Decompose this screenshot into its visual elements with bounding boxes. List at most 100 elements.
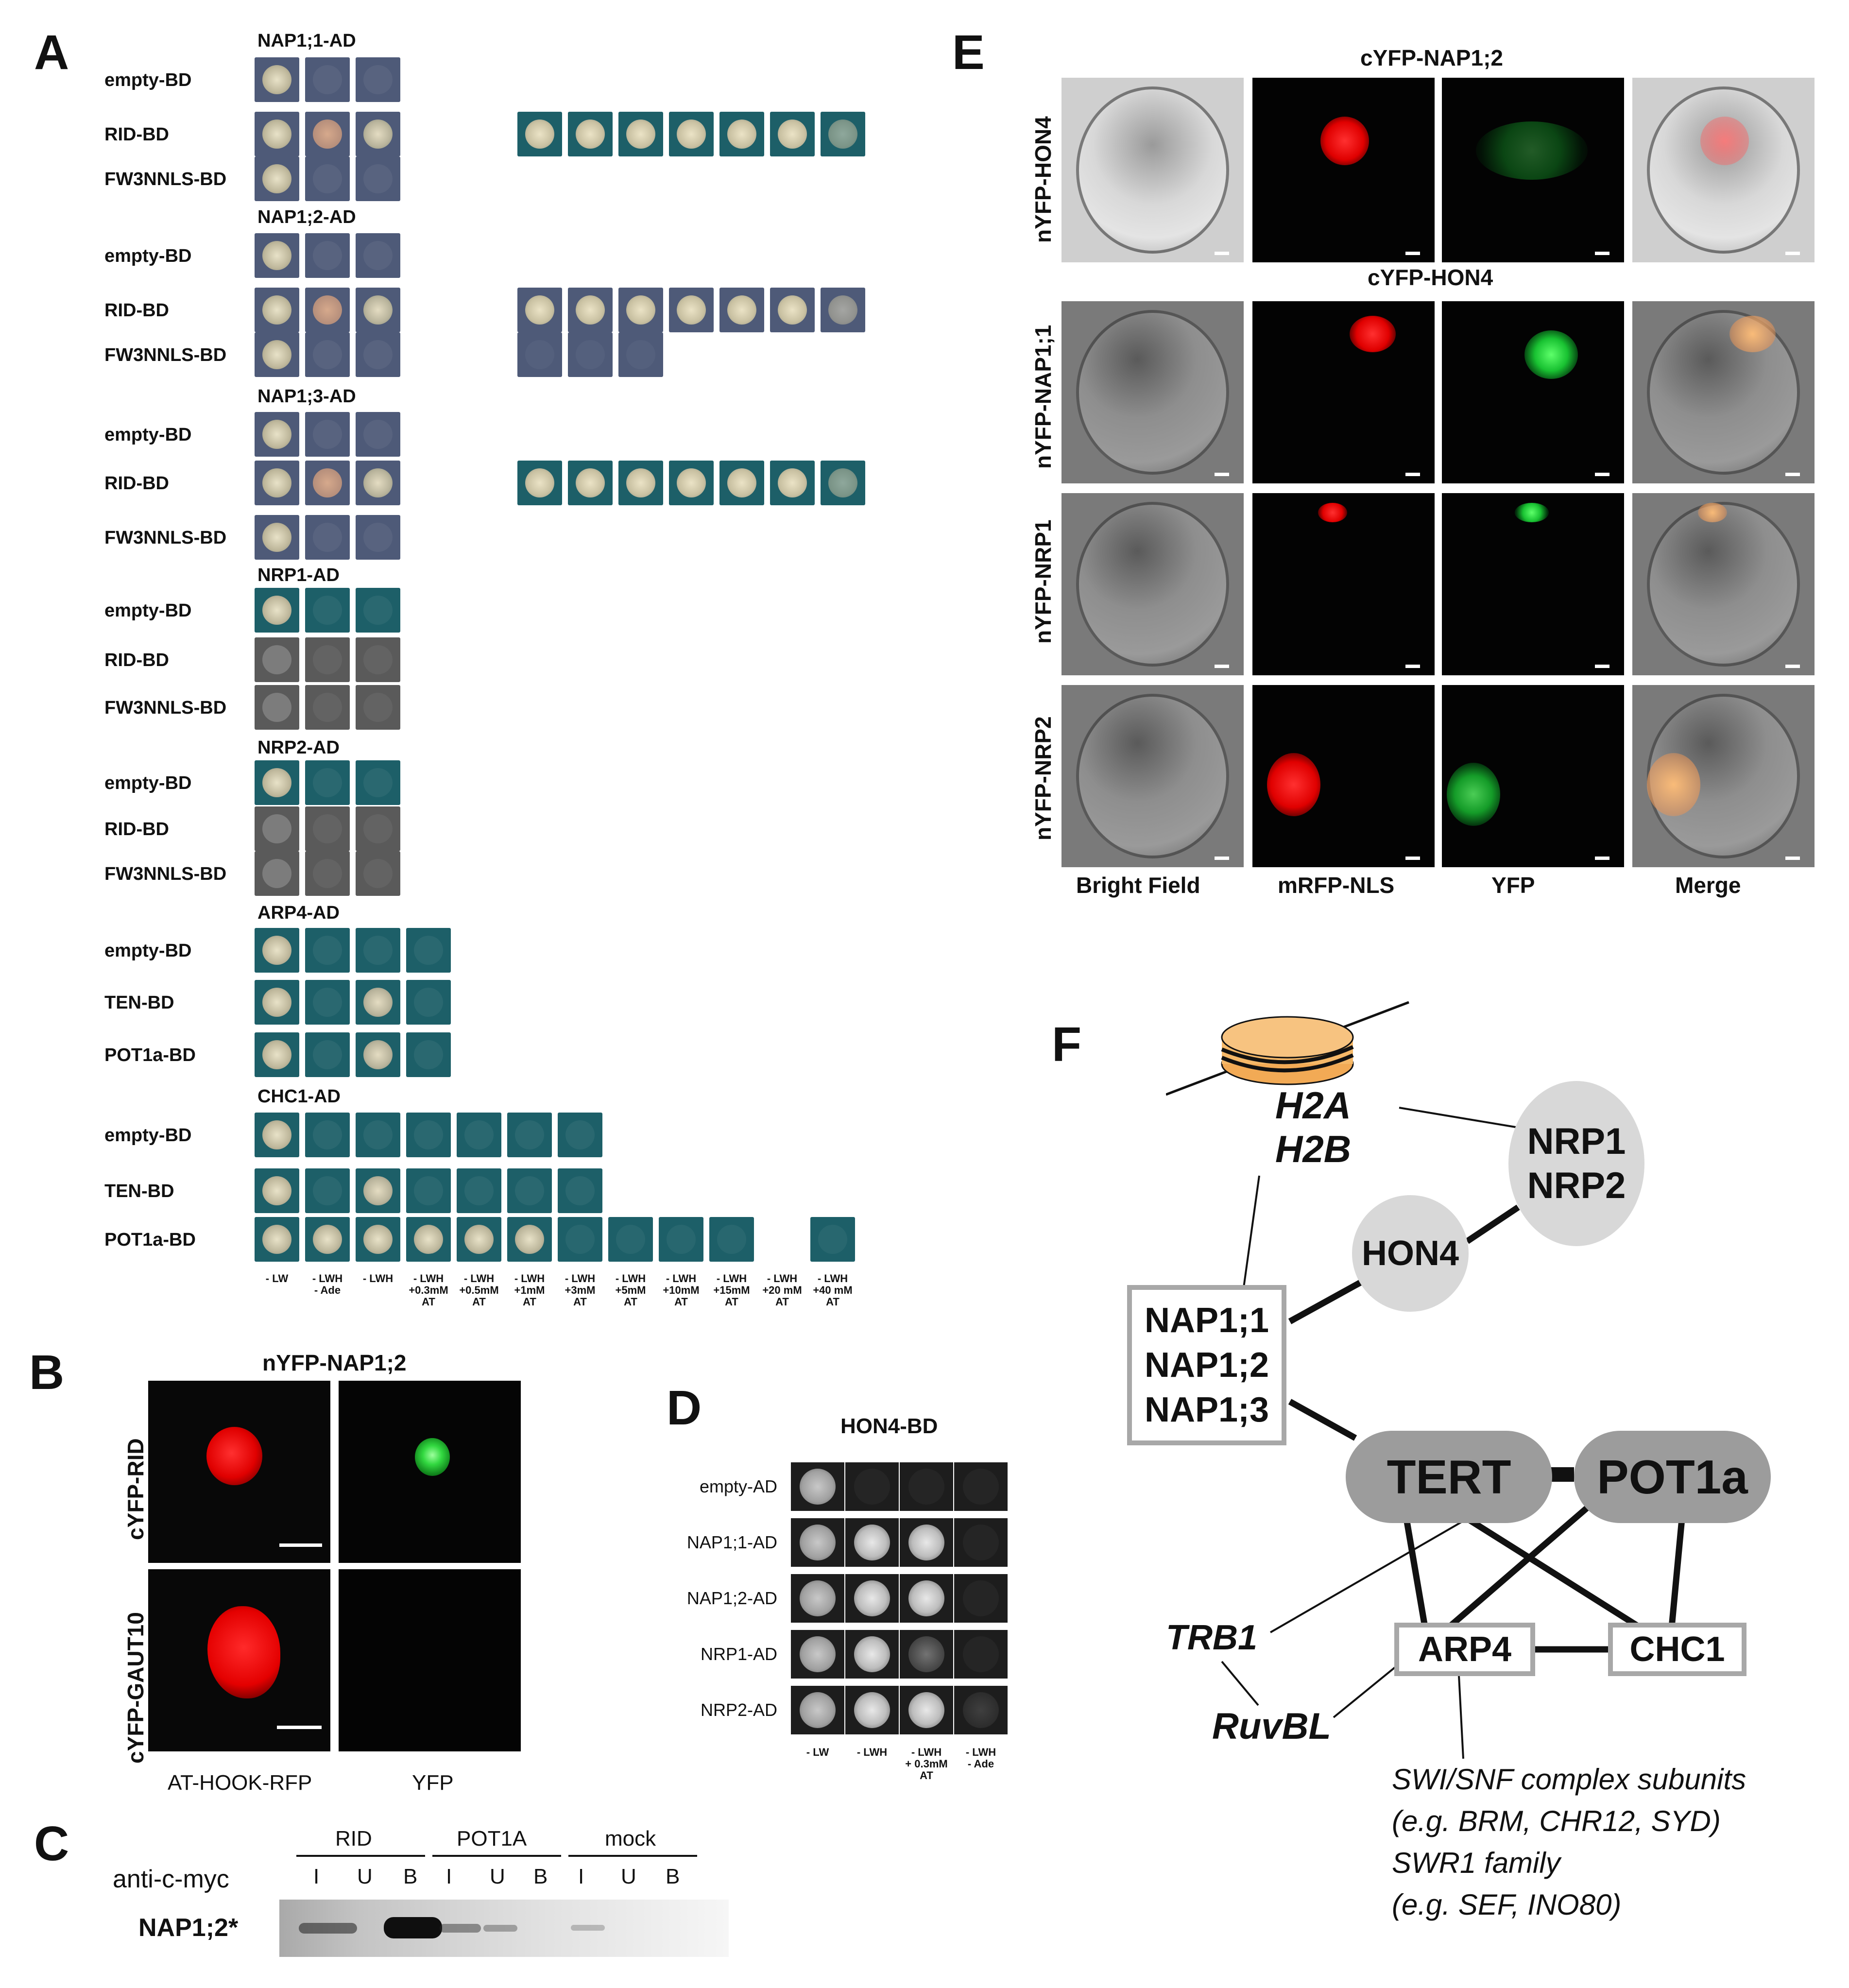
panel-label-e: E [952,25,985,80]
e-section-label-hon4: cYFP-HON4 [1368,265,1493,290]
a-growth-spot [659,1217,703,1262]
label-ruvbl: RuvBL [1212,1706,1331,1747]
a-row-label: empty-BD [104,941,192,961]
a-group-header: NRP1-AD [257,565,340,585]
a-growth-spot [305,685,350,730]
a-growth-spot [305,637,350,682]
d-title: HON4-BD [840,1414,938,1438]
b-col-label-yfp: YFP [412,1771,454,1795]
a-condition-label: - LWH +20 mM AT [762,1272,802,1308]
a-condition-label: - LW [265,1272,289,1285]
a-condition-label: - LWH +1mM AT [514,1272,545,1308]
a-growth-spot [356,806,400,851]
a-growth-spot [255,332,299,377]
c-lane-label: B [403,1865,418,1888]
c-lane-label: U [490,1865,505,1888]
a-growth-spot [608,1217,653,1262]
d-row-label: NRP2-AD [700,1700,777,1720]
a-dilution-spot [719,461,764,505]
label-nap11: NAP1;1 [1144,1301,1269,1340]
a-group-header: NAP1;2-AD [257,207,356,227]
a-growth-spot [255,112,299,156]
e-col-label: mRFP-NLS [1278,873,1395,898]
e-image-yfp [1442,493,1624,675]
a-growth-spot [810,1217,855,1262]
edge-h2b-nap1 [1243,1175,1260,1288]
d-growth-spot [791,1630,844,1679]
a-growth-spot [305,288,350,332]
a-dilution-spot [719,288,764,332]
a-growth-spot [255,851,299,896]
nucleosome-icon [1166,1001,1409,1096]
e-image-merge [1632,685,1815,867]
a-row-label: RID-BD [104,473,169,494]
a-row-label: POT1a-BD [104,1230,196,1250]
a-growth-spot [255,1113,299,1157]
a-growth-spot [406,1113,451,1157]
a-condition-label: - LWH +3mM AT [565,1272,596,1308]
e-col-label: YFP [1491,873,1535,898]
a-growth-spot [406,1168,451,1213]
c-western-blot [279,1900,729,1957]
label-h2a: H2A [1275,1084,1352,1127]
edge-trb1-ruvbl [1221,1661,1259,1706]
a-condition-label: - LWH +40 mM AT [813,1272,853,1308]
label-nap13: NAP1;3 [1144,1390,1269,1430]
e-image-yfp [1442,301,1624,483]
a-row-label: FW3NNLS-BD [104,169,227,189]
e-image-mrfp-nls [1252,685,1435,867]
node-pot1a: POT1a [1574,1431,1771,1523]
node-arp4: ARP4 [1394,1623,1535,1676]
a-row-label: empty-BD [104,1125,192,1146]
a-growth-spot [457,1168,501,1213]
a-condition-label: - LWH +15mM AT [713,1272,750,1308]
d-condition-label: - LWH [856,1746,888,1758]
note-swi-snf: SWI/SNF complex subunits [1392,1763,1746,1796]
a-dilution-spot [770,288,815,332]
a-dilution-spot [669,288,714,332]
a-growth-spot [255,156,299,201]
a-row-label: empty-BD [104,425,192,445]
b-image-gaut10-rfp [148,1569,330,1751]
c-group-label-pot1a: POT1A [457,1827,527,1851]
a-growth-spot [305,1168,350,1213]
a-growth-spot [356,1032,400,1077]
a-growth-spot [255,515,299,560]
a-growth-spot [305,851,350,896]
a-growth-spot [255,288,299,332]
a-growth-spot [255,806,299,851]
d-growth-spot [845,1518,899,1567]
label-trb1: TRB1 [1166,1618,1258,1657]
panel-b: nYFP-NAP1;2 cYFP-RID cYFP-GAUT10 AT-HOOK… [0,1341,559,1802]
b-title: nYFP-NAP1;2 [262,1350,407,1375]
e-image-yfp [1442,78,1624,262]
panel-label-a: A [34,25,69,80]
a-row-label: TEN-BD [104,993,174,1013]
a-group-header: CHC1-AD [257,1086,341,1107]
a-dilution-spot [618,112,663,156]
a-dilution-spot [821,461,865,505]
c-lane-label: I [446,1865,452,1888]
a-row-label: TEN-BD [104,1181,174,1201]
a-row-label: FW3NNLS-BD [104,864,227,884]
d-growth-spot [845,1686,899,1734]
a-condition-label: - LWH [362,1272,394,1285]
a-growth-spot [406,928,451,973]
a-row-label: empty-BD [104,70,192,90]
a-growth-spot [305,233,350,278]
c-lane-label: I [578,1865,584,1888]
a-row-label: empty-BD [104,773,192,793]
a-growth-spot [255,1217,299,1262]
a-growth-spot [356,1217,400,1262]
a-growth-spot [356,57,400,102]
edge-nap1-hon4 [1288,1280,1362,1324]
panel-label-c: C [34,1817,69,1871]
a-growth-spot [305,806,350,851]
a-growth-spot [356,588,400,633]
a-row-label: RID-BD [104,819,169,840]
a-growth-spot [356,1168,400,1213]
a-growth-spot [255,980,299,1025]
edge-tert-trb1 [1270,1495,1507,1633]
a-growth-spot [507,1217,552,1262]
